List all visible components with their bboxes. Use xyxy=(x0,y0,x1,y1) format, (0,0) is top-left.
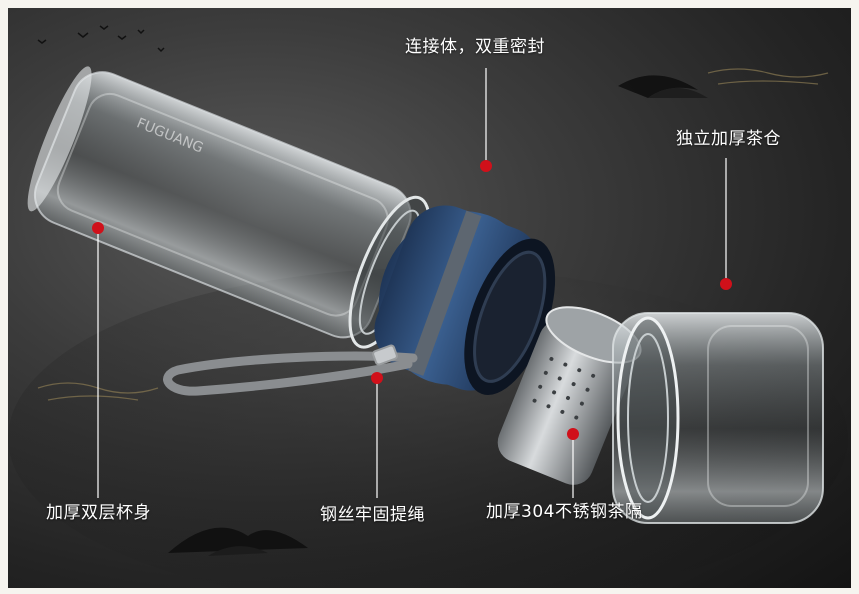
ink-mountain-decoration xyxy=(168,75,708,556)
bird-flock-decoration xyxy=(37,25,165,53)
marker-dot-lanyard xyxy=(371,372,383,384)
glass-tea-chamber xyxy=(612,312,824,524)
callout-marker-dots xyxy=(92,160,732,440)
callout-strainer: 加厚304不锈钢茶隔 xyxy=(486,502,643,522)
callout-leader-lines xyxy=(97,68,727,498)
marker-dot-connector xyxy=(480,160,492,172)
steel-wire-lanyard xyxy=(163,344,418,396)
marker-dot-strainer xyxy=(567,428,579,440)
callout-connector: 连接体，双重密封 xyxy=(405,37,545,57)
callout-cup-body: 加厚双层杯身 xyxy=(46,503,151,523)
product-photo: FUGUANG xyxy=(8,25,848,588)
marker-dot-cup-body xyxy=(92,222,104,234)
callout-tea-chamber: 独立加厚茶仓 xyxy=(676,129,781,149)
product-photo-frame: FUGUANG xyxy=(8,8,851,588)
blue-connector-ring xyxy=(374,205,556,395)
marker-dot-tea-chamber xyxy=(720,278,732,290)
callout-lanyard: 钢丝牢固提绳 xyxy=(320,505,425,525)
